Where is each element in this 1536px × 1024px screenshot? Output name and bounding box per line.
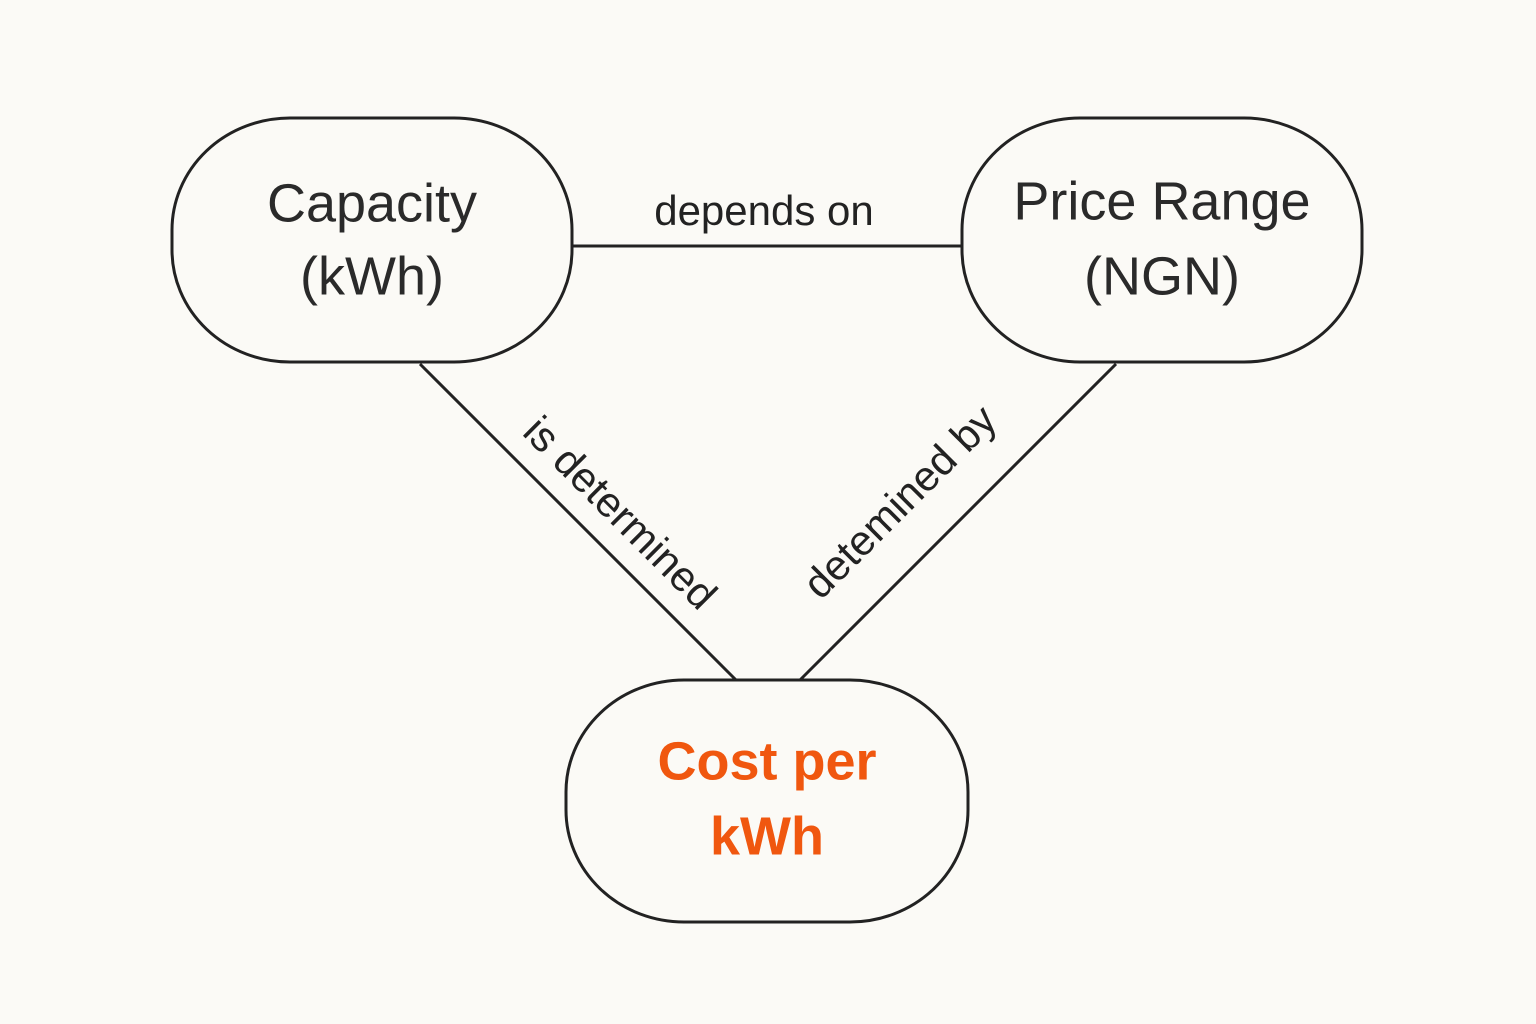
node-capacity-shape	[170, 116, 574, 364]
connector-line	[418, 362, 738, 682]
edge-capacity-price: depends on	[572, 187, 962, 248]
node-capacity: Capacity (kWh)	[170, 116, 574, 364]
edge-label-is-determined: is determined	[515, 407, 727, 619]
node-price-range-line2: (NGN)	[1084, 246, 1240, 306]
node-capacity-line1: Capacity	[267, 173, 477, 233]
edge-price-cost: detemined by	[794, 362, 1118, 682]
edge-label-depends-on: depends on	[654, 187, 874, 234]
node-cost-per-kwh-line1: Cost per	[657, 731, 876, 791]
edge-capacity-cost: is determined	[418, 362, 738, 682]
node-price-range-line1: Price Range	[1013, 171, 1310, 231]
node-cost-per-kwh-shape	[564, 678, 970, 924]
node-capacity-line2: (kWh)	[300, 246, 444, 306]
connector-line	[798, 362, 1118, 682]
node-price-range: Price Range (NGN)	[960, 116, 1364, 364]
node-cost-per-kwh-line2: kWh	[710, 806, 824, 866]
node-price-range-shape	[960, 116, 1364, 364]
edge-label-determined-by: detemined by	[794, 396, 1006, 608]
node-cost-per-kwh: Cost per kWh	[564, 678, 970, 924]
